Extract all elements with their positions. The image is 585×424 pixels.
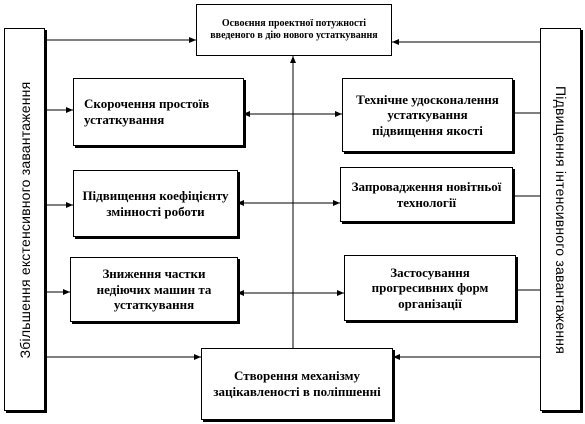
bottom-box-text: Створення механізму зацікавленості в пол… [213, 368, 381, 399]
left-box-3: Зниження частки недіючих машин та устатк… [70, 257, 238, 322]
top-box: Освоєння проектної потужності введеного … [196, 4, 392, 56]
right-box-1: Технічне удосконалення устаткування підв… [342, 78, 513, 152]
left-box-1-text: Скорочення простоїв устаткування [84, 96, 210, 127]
right-bar-text: Підвищення інтенсивного завантаження [552, 85, 569, 354]
left-box-2-text: Підвищення коефіцієнту змінності роботи [82, 187, 229, 219]
right-box-2: Запровадження новітньої технології [340, 167, 513, 222]
left-box-2: Підвищення коефіцієнту змінності роботи [73, 170, 238, 237]
right-box-3-text: Застосування прогресивних форм організац… [371, 264, 489, 311]
left-bar: Збільшення екстенсивного завантаження [4, 28, 45, 411]
right-box-2-text: Запровадження новітньої технології [351, 178, 502, 210]
right-box-3: Застосування прогресивних форм організац… [344, 255, 516, 321]
bottom-box: Створення механізму зацікавленості в пол… [201, 348, 393, 420]
right-box-1-text: Технічне удосконалення устаткування підв… [356, 91, 499, 138]
top-box-text: Освоєння проектної потужності введеного … [210, 18, 378, 41]
right-bar: Підвищення інтенсивного завантаження [540, 28, 581, 411]
left-box-1: Скорочення простоїв устаткування [73, 78, 244, 146]
left-bar-text: Збільшення екстенсивного завантаження [16, 81, 33, 358]
left-box-3-text: Зниження частки недіючих машин та устатк… [96, 266, 212, 313]
